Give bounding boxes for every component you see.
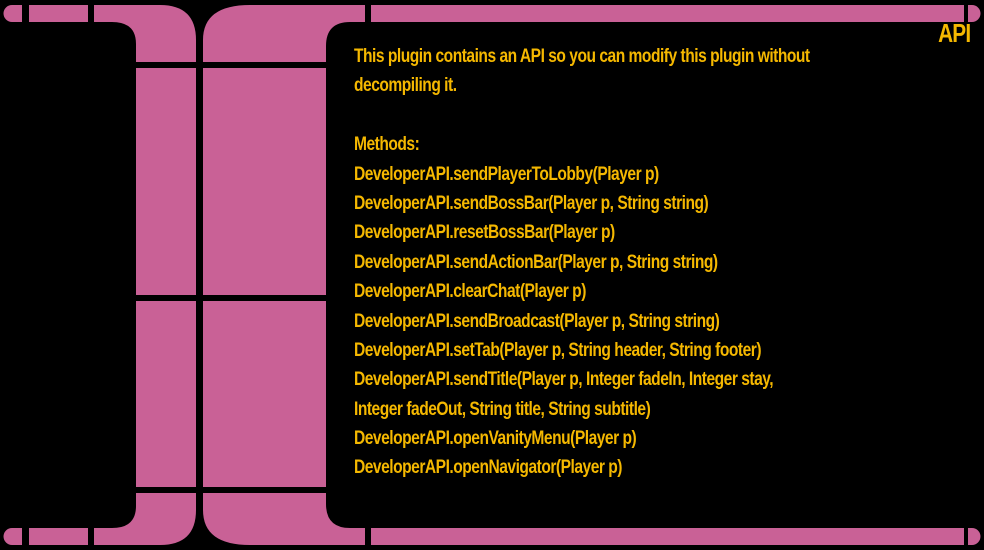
method-line: DeveloperAPI.clearChat(Player p) [354,281,586,303]
frame-cap-bottom-left [3,528,23,545]
method-line: DeveloperAPI.sendBossBar(Player p, Strin… [354,192,709,214]
frame-bar-bottom-left [29,528,88,545]
frame-cap-bottom-right [968,528,981,545]
method-line: DeveloperAPI.sendBroadcast(Player p, Str… [354,310,720,332]
frame-top-bar [371,5,964,22]
method-line: DeveloperAPI.openNavigator(Player p) [354,457,623,479]
api-description: This plugin contains an API so you can m… [354,42,846,483]
method-line: DeveloperAPI.openVanityMenu(Player p) [354,428,637,450]
frame-elbow-bottom-left [94,493,196,545]
frame-elbow-top-left [29,5,88,22]
method-line: DeveloperAPI.resetBossBar(Player p) [354,222,615,244]
blank-line [354,101,846,130]
frame-left-column-2 [136,301,196,487]
methods-heading: Methods: [354,134,420,156]
method-line: DeveloperAPI.sendPlayerToLobby(Player p) [354,163,659,185]
page-title: API [937,18,971,48]
frame-cap-top-right [968,5,981,22]
frame-mid-column-2 [203,301,326,487]
frame-bottom-bar [371,528,964,545]
frame-elbow-top-right [203,5,365,62]
frame-cap-top-left [3,5,23,22]
method-line: DeveloperAPI.setTab(Player p, String hea… [354,339,762,361]
intro-line: This plugin contains an API so you can m… [354,46,810,67]
method-line: DeveloperAPI.sendTitle(Player p, Integer… [354,369,774,391]
method-line: Integer fadeOut, String title, String su… [354,398,651,420]
frame-mid-column-1 [203,68,326,295]
frame-elbow-top-left-2 [94,5,196,62]
method-line: DeveloperAPI.sendActionBar(Player p, Str… [354,251,718,273]
frame-elbow-bottom-right [203,493,365,545]
intro-line: decompiling it. [354,75,457,97]
frame-left-column-1 [136,68,196,295]
